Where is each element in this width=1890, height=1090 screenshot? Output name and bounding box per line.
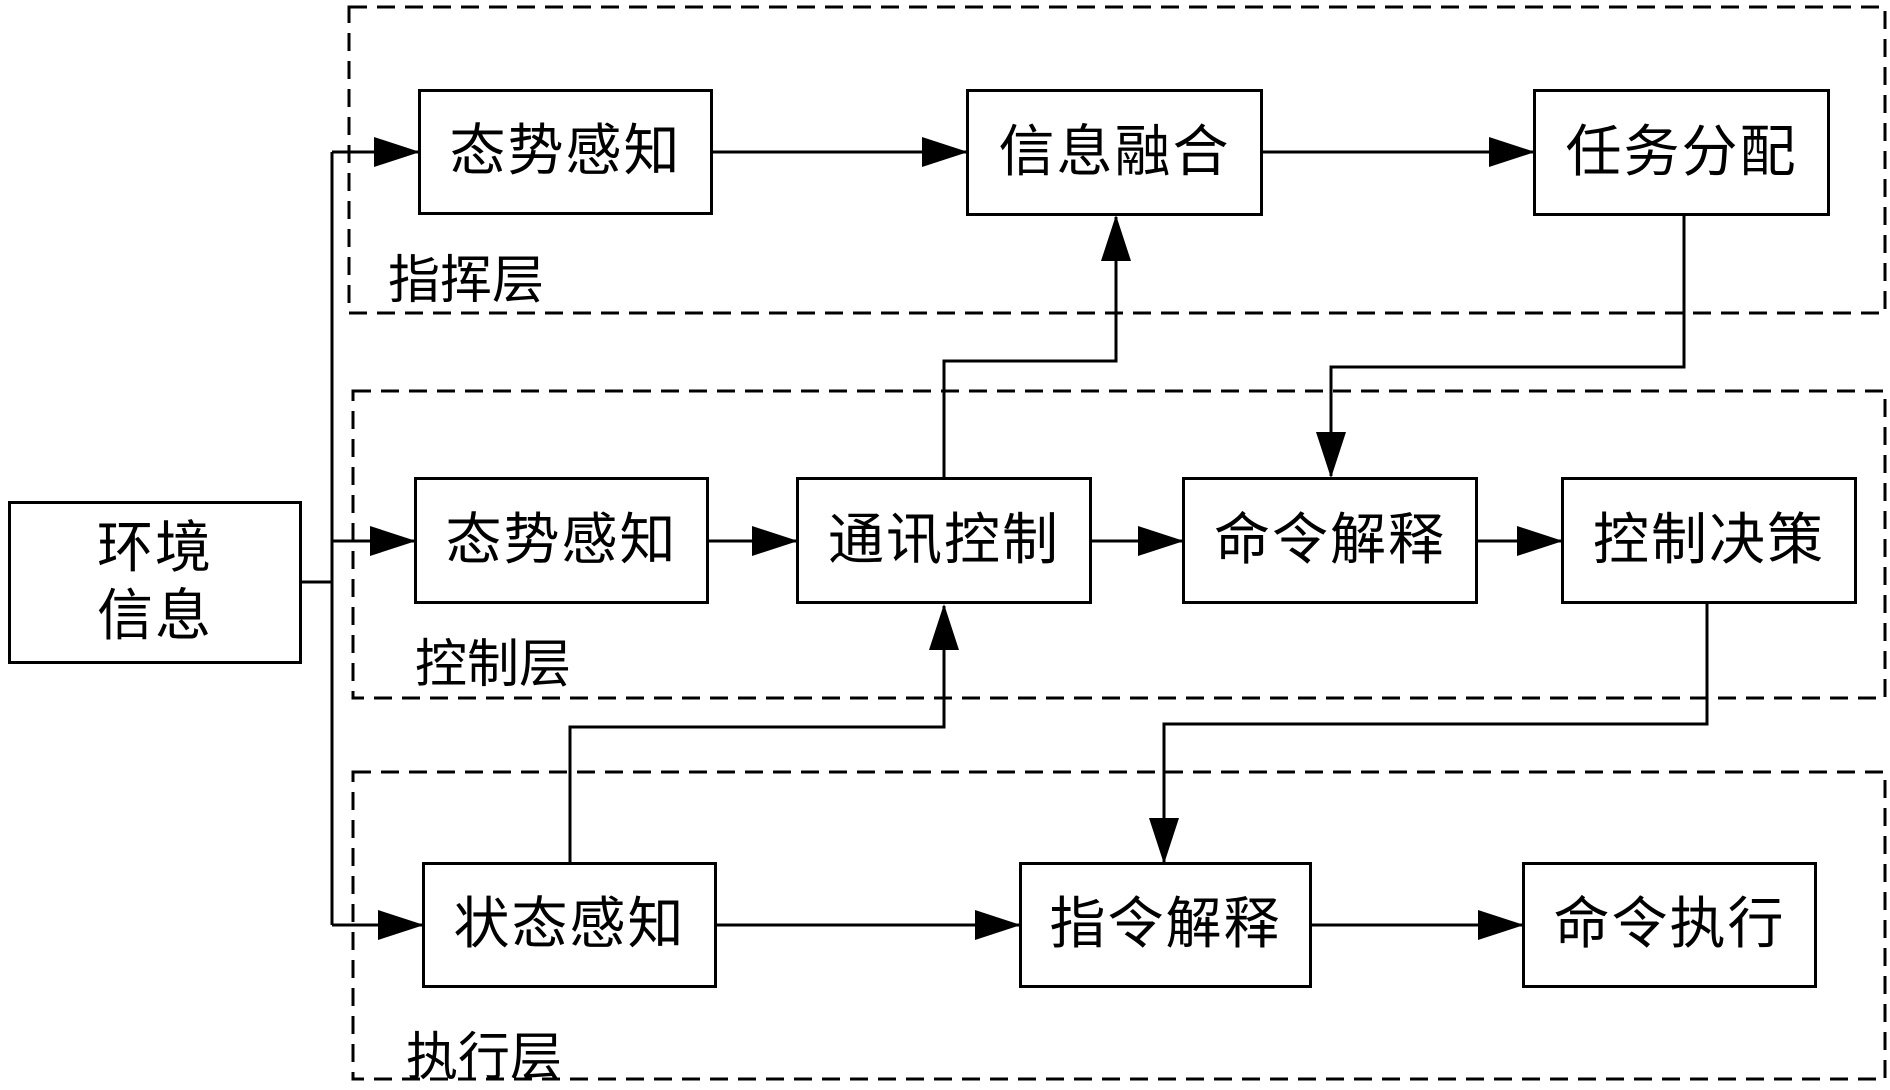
environment-line1: 环境 bbox=[97, 516, 213, 582]
environment-line2: 信息 bbox=[97, 583, 213, 649]
control-layer-label: 控制层 bbox=[415, 635, 572, 695]
command-execute-box: 命令执行 bbox=[1522, 862, 1817, 988]
control-situation-box: 态势感知 bbox=[414, 477, 709, 604]
control-layer-frame bbox=[351, 389, 1887, 700]
state-sensing-box: 状态感知 bbox=[422, 862, 717, 988]
comm-control-box: 通讯控制 bbox=[796, 477, 1092, 604]
arrow-assignment-to-interpret bbox=[1316, 214, 1686, 478]
arrow-decision-to-instruction bbox=[1149, 604, 1709, 864]
command-situation-box: 态势感知 bbox=[418, 89, 713, 215]
command-layer-label: 指挥层 bbox=[388, 251, 545, 311]
environment-info-box: 环境 信息 bbox=[8, 501, 302, 664]
info-fusion-box: 信息融合 bbox=[966, 89, 1263, 216]
control-decision-box: 控制决策 bbox=[1561, 477, 1857, 604]
command-interpret-box: 命令解释 bbox=[1182, 477, 1478, 604]
execution-layer-label: 执行层 bbox=[406, 1028, 563, 1088]
arrow-comm-to-fusion bbox=[942, 215, 1131, 477]
arrow-state-to-comm bbox=[568, 604, 959, 862]
task-assignment-box: 任务分配 bbox=[1533, 89, 1830, 216]
execution-layer-frame bbox=[351, 770, 1887, 1081]
instruction-interpret-box: 指令解释 bbox=[1019, 862, 1312, 988]
